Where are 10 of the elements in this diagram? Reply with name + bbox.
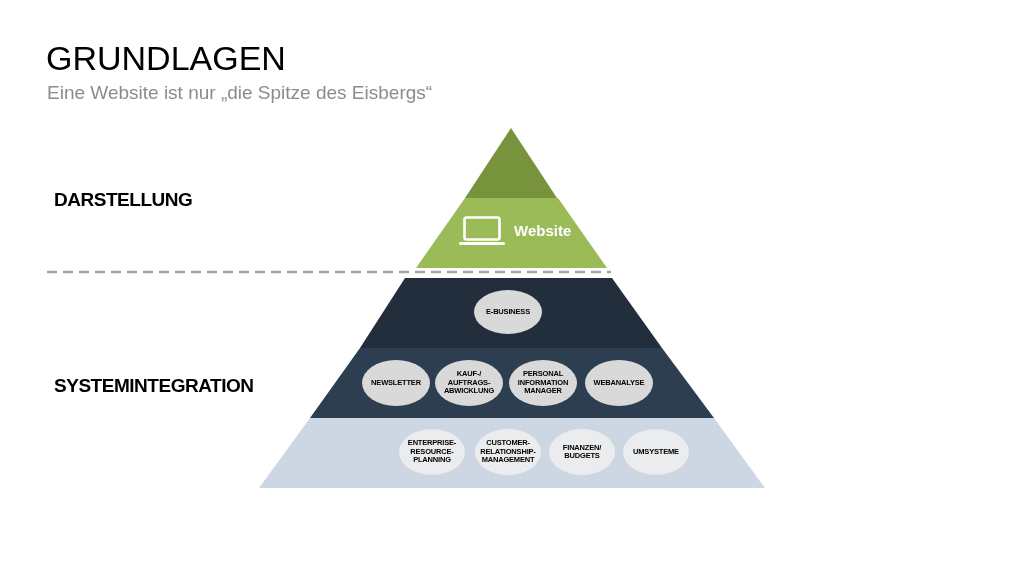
section-label: DARSTELLUNG xyxy=(54,188,193,212)
tier-label: Website xyxy=(514,220,572,241)
pyramid-tip xyxy=(465,128,557,198)
pyramid-tier xyxy=(259,418,765,488)
slide-title: GRUNDLAGEN xyxy=(46,38,286,79)
pyramid-tier xyxy=(416,198,607,268)
subtitle: Eine Website ist nur „die Spitze des Eisbergs“ xyxy=(47,81,433,105)
section-label: SYSTEMINTEGRATION xyxy=(54,374,254,398)
pyramid-tier xyxy=(360,278,662,348)
pyramid-tier xyxy=(310,348,714,418)
